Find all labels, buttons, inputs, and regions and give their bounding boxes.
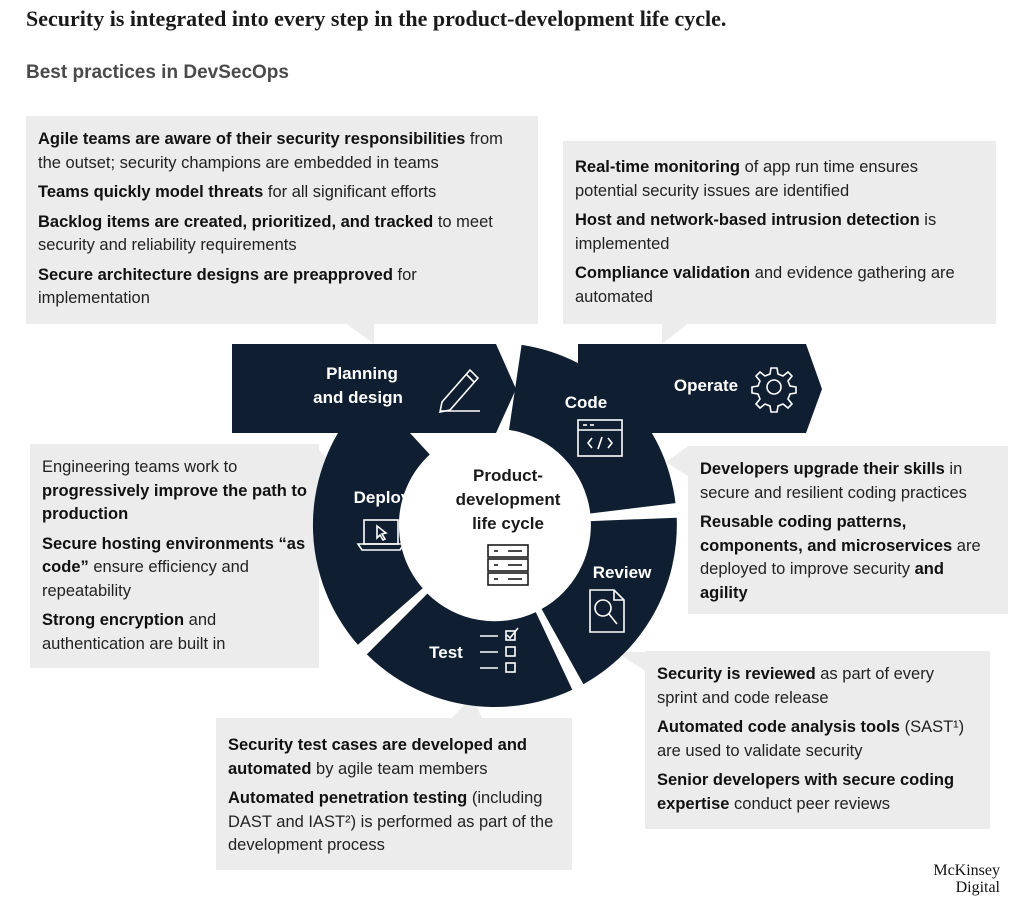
test-practices-box: Security test cases are developed and au…: [216, 718, 572, 870]
center-label: Product-: [473, 466, 543, 485]
practice-item: Agile teams are aware of their security …: [38, 130, 503, 172]
practice-item: Compliance validation and evidence gathe…: [575, 264, 955, 306]
practice-item: Teams quickly model threats for all sign…: [38, 183, 437, 201]
planning-callout-pointer: [344, 322, 374, 344]
operate-stage-label: Operate: [674, 376, 738, 395]
practice-item: Secure architecture designs are preappro…: [38, 265, 417, 308]
pencil-icon: [438, 368, 480, 414]
review-practices-box: Security is reviewed as part of every sp…: [645, 651, 990, 829]
center-label: development: [456, 490, 561, 509]
practice-item: Reusable coding patterns, components, an…: [700, 513, 981, 602]
operate-practices-box: Real-time monitoring of app run time ens…: [563, 141, 996, 324]
checklist-icon: [480, 627, 519, 673]
code-window-icon: [577, 419, 623, 457]
deploy-stage-segment: [312, 391, 430, 645]
code-callout-pointer: [666, 446, 688, 476]
review-callout-pointer: [616, 652, 650, 674]
practice-item: Secure hosting environments “as code” en…: [42, 534, 306, 600]
practice-item: Backlog items are created, prioritized, …: [38, 212, 493, 255]
test-stage-label: Test: [429, 643, 463, 662]
document-magnifier-icon: [589, 589, 625, 633]
deploy-stage-label: Deploy: [354, 488, 411, 507]
server-rack-icon: [487, 544, 529, 586]
review-stage-segment: [541, 517, 677, 685]
practice-item: Security test cases are developed and au…: [228, 736, 527, 778]
laptop-cursor-icon: [356, 519, 406, 551]
practice-item: Developers upgrade their skills in secur…: [700, 460, 967, 502]
planning-stage-label: Planning: [326, 364, 398, 383]
operate-stage-arrow: [578, 344, 822, 433]
mckinsey-digital-logo: McKinsey Digital: [933, 862, 1000, 896]
gear-icon: [751, 367, 797, 413]
practice-item: Strong encryption and authentication are…: [42, 611, 226, 653]
operate-callout-pointer: [662, 322, 690, 344]
subhead: Best practices in DevSecOps: [26, 62, 289, 83]
headline: Security is integrated into every step i…: [26, 6, 727, 31]
practice-item: Engineering teams work to progressively …: [42, 458, 307, 523]
center-label: life cycle: [472, 514, 544, 533]
practice-item: Host and network-based intrusion detecti…: [575, 211, 937, 253]
test-stage-segment: [366, 593, 573, 708]
code-practices-box: Developers upgrade their skills in secur…: [688, 446, 1008, 614]
code-stage-label: Code: [565, 393, 608, 412]
practice-item: Automated penetration testing (including…: [228, 789, 554, 854]
planning-practices-box: Agile teams are aware of their security …: [26, 116, 538, 324]
practice-item: Security is reviewed as part of every sp…: [657, 665, 934, 707]
review-stage-label: Review: [593, 563, 652, 582]
practice-item: Senior developers with secure coding exp…: [657, 771, 955, 813]
deploy-practices-box: Engineering teams work to progressively …: [30, 444, 319, 668]
practice-item: Automated code analysis tools (SAST¹) ar…: [657, 718, 965, 760]
planning-stage-label: and design: [313, 388, 403, 407]
practice-item: Real-time monitoring of app run time ens…: [575, 158, 918, 200]
